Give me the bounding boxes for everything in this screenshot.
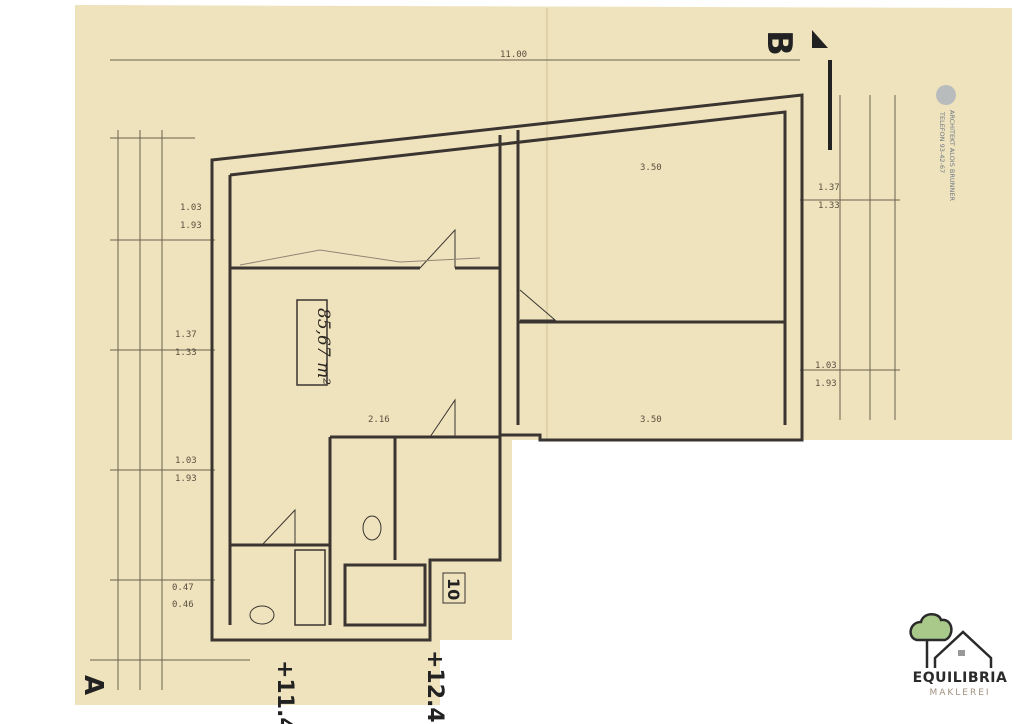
area-box — [296, 299, 328, 386]
pencil-marks — [239, 249, 481, 266]
window-label: 0.47 — [172, 583, 194, 593]
stamp-seal — [936, 85, 956, 105]
logo-subtitle: MAKLEREI — [929, 688, 991, 698]
window-label: 1.33 — [175, 348, 197, 358]
window-label: 1.93 — [180, 221, 202, 231]
window-label: 1.03 — [815, 361, 837, 371]
room-width: 3.50 — [640, 415, 662, 425]
overall-width: 11.00 — [500, 50, 527, 60]
window-label: 1.03 — [175, 456, 197, 466]
dimension-lines — [90, 59, 900, 690]
bathtub — [294, 549, 326, 626]
section-marker-b: B — [759, 30, 799, 56]
window-label: 1.37 — [818, 183, 840, 193]
stamp-title: ARCHITEKT ALOIS BRUNNER — [948, 110, 956, 201]
walls — [210, 93, 804, 642]
sink — [249, 605, 275, 625]
window-label: 1.93 — [175, 474, 197, 484]
equilibria-logo: EQUILIBRIA MAKLEREI — [905, 610, 1015, 710]
window-label: 1.33 — [818, 201, 840, 211]
section-marker-a: A — [78, 675, 108, 695]
door-swings — [261, 228, 557, 546]
paper-sheet — [75, 5, 1012, 705]
logo-name: EQUILIBRIA — [912, 670, 1008, 686]
section-arrow-icon — [812, 30, 828, 48]
window-label: 1.93 — [815, 379, 837, 389]
window-label: 0.46 — [172, 600, 194, 610]
level-right: +12.4 — [422, 650, 447, 723]
room-width: 2.16 — [368, 415, 390, 425]
logo-tree-house-icon — [909, 613, 993, 668]
level-left: +11.4 — [272, 660, 297, 724]
stamp-phone: TELEFON 93-42-67 — [938, 111, 946, 173]
unit-number: 10 — [444, 578, 463, 600]
area-label: 85,67 m² — [313, 308, 333, 385]
toilet — [362, 515, 382, 541]
room-width: 3.50 — [640, 163, 662, 173]
window-label: 1.03 — [180, 203, 202, 213]
window-label: 1.37 — [175, 330, 197, 340]
unit-number-box — [442, 572, 466, 604]
